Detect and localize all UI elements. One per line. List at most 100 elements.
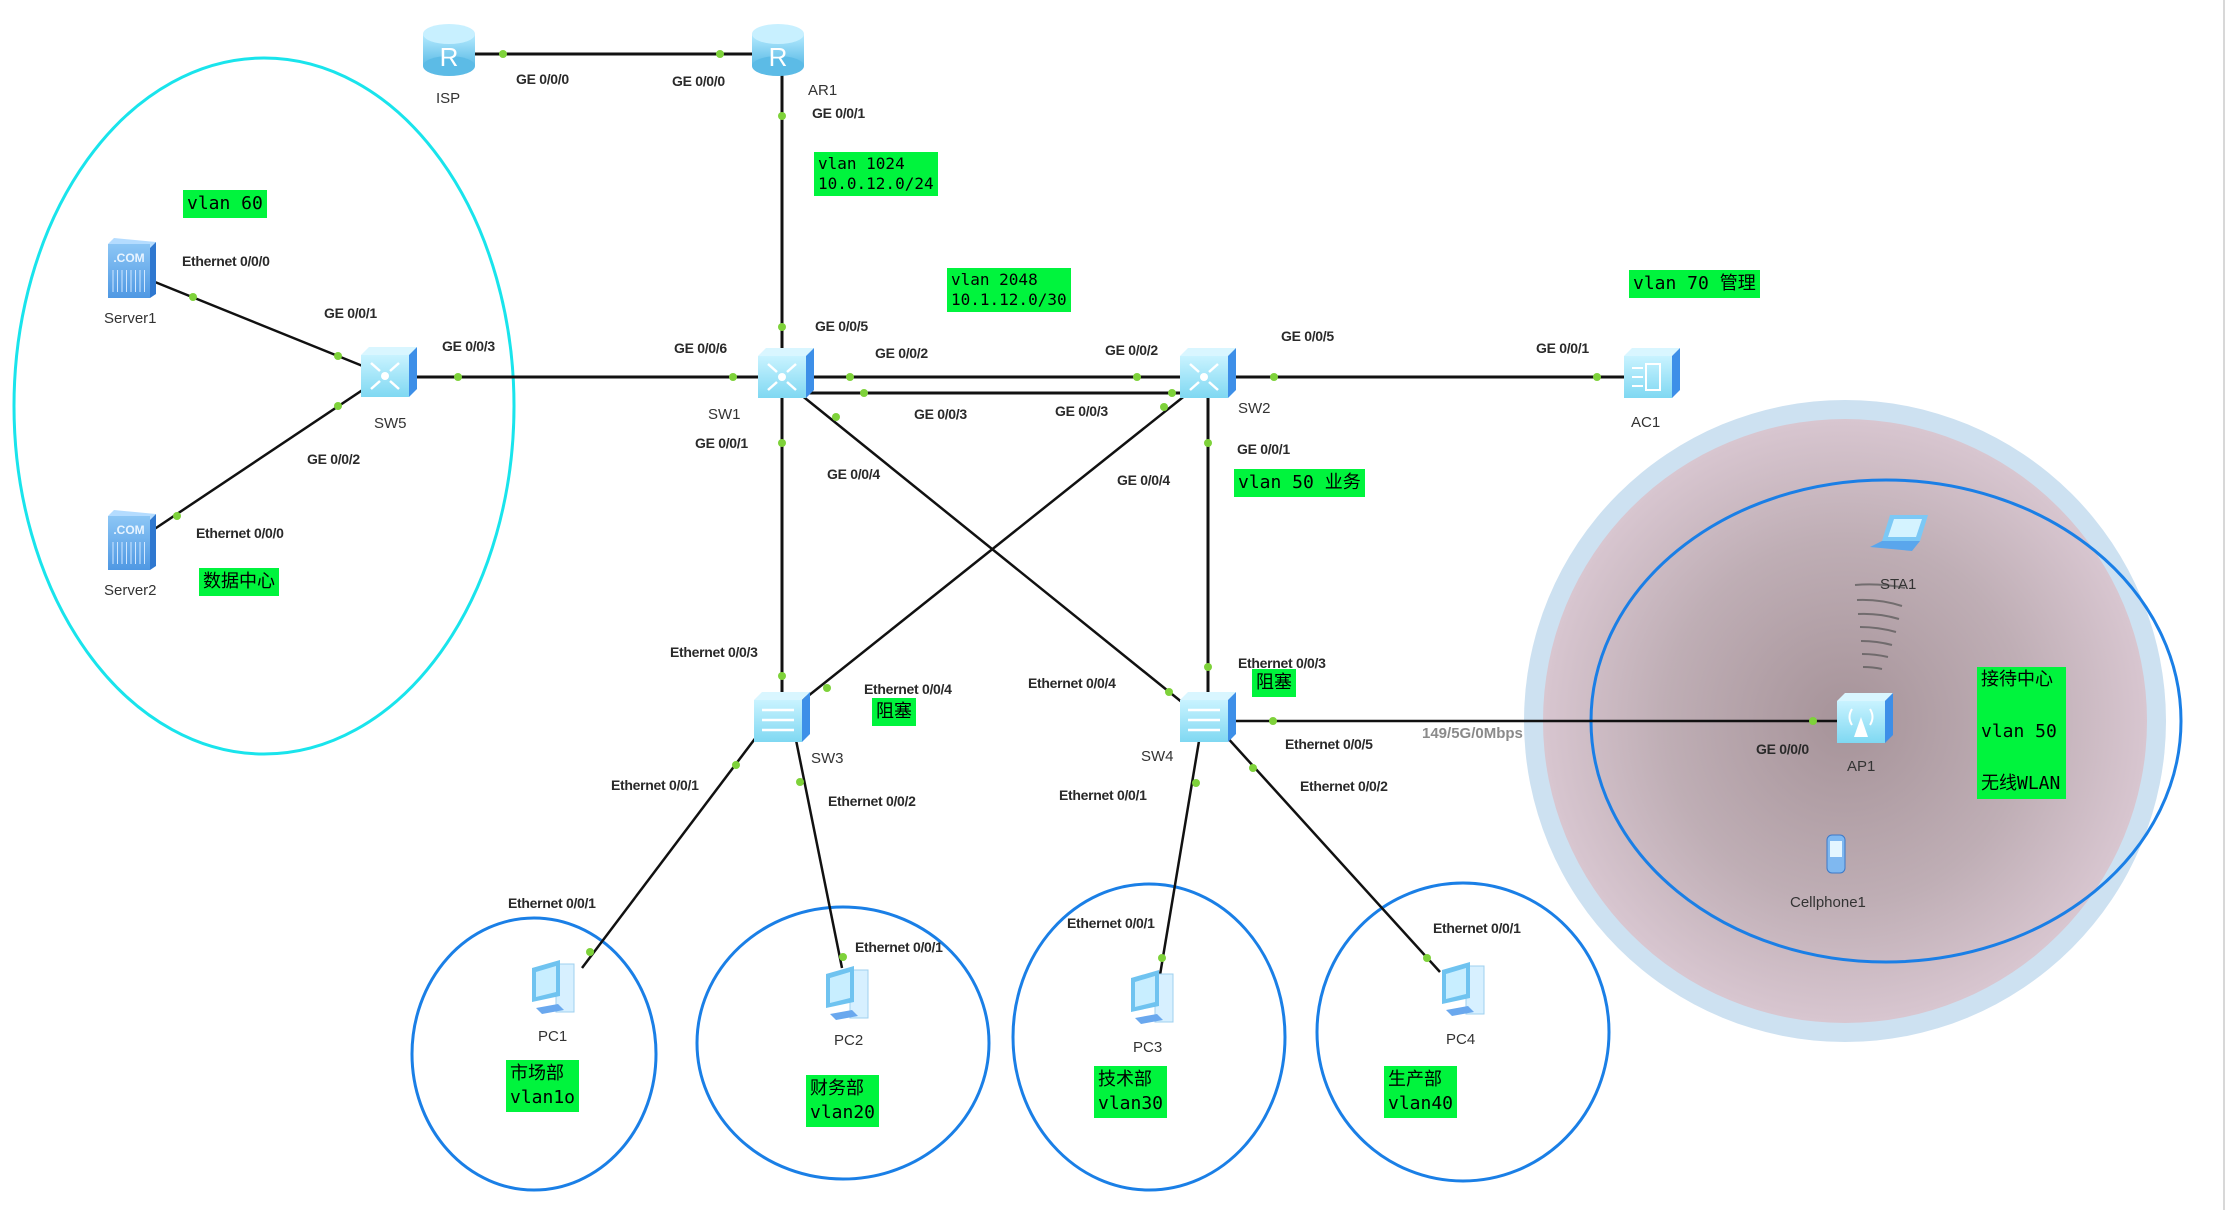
device-label-server2[interactable]: Server2: [104, 582, 157, 599]
port-label-sw3-eth002: Ethernet 0/0/2: [828, 793, 916, 809]
device-label-pc3[interactable]: PC3: [1133, 1039, 1163, 1056]
port-label-pc2-eth001: Ethernet 0/0/1: [855, 939, 943, 955]
port-label-ap1-ge000: GE 0/0/0: [1756, 741, 1809, 757]
access-point-icon[interactable]: [1837, 693, 1893, 743]
canvas-right-border: [2223, 0, 2225, 1210]
link-sw2-sw3[interactable]: [777, 389, 1193, 721]
device-label-sw3[interactable]: SW3: [811, 750, 844, 767]
laptop-icon[interactable]: [1870, 515, 1928, 551]
link-server1-sw5[interactable]: [149, 278, 386, 377]
port-label-pc4-eth001: Ethernet 0/0/1: [1433, 920, 1521, 936]
port-label-ar1-ge000: GE 0/0/0: [672, 73, 725, 89]
link-speed-label: 149/5G/0Mbps: [1422, 725, 1523, 742]
device-label-ar1[interactable]: AR1: [808, 82, 838, 99]
link-sw1-sw4[interactable]: [794, 389, 1205, 721]
svg-text:.COM: .COM: [113, 251, 144, 265]
port-label-pc1-eth001: Ethernet 0/0/1: [508, 895, 596, 911]
device-label-isp[interactable]: ISP: [436, 90, 461, 107]
port-label-sw3-eth003: Ethernet 0/0/3: [670, 644, 758, 660]
port-label-sw3-eth001: Ethernet 0/0/1: [611, 777, 699, 793]
svg-text:.COM: .COM: [113, 523, 144, 537]
note-pc2-dept: 财务部 vlan20: [806, 1075, 880, 1127]
link-sw4-pc4[interactable]: [1224, 734, 1441, 973]
device-label-sw4[interactable]: SW4: [1141, 748, 1174, 765]
l2-switch-icon[interactable]: [754, 692, 810, 742]
datacenter-zone-ellipse: [12, 56, 516, 756]
pc-icon[interactable]: [532, 960, 575, 1014]
device-label-ac1[interactable]: AC1: [1631, 414, 1661, 431]
port-label-sw1-ge005: GE 0/0/5: [815, 318, 868, 334]
pc2-zone-ellipse: [695, 905, 991, 1181]
device-label-server1[interactable]: Server1: [104, 310, 157, 327]
router-icon[interactable]: R: [423, 24, 475, 76]
pc-icon[interactable]: [1131, 970, 1174, 1024]
port-label-sw1-ge002: GE 0/0/2: [875, 345, 928, 361]
note-pc4-dept: 生产部 vlan40: [1384, 1066, 1458, 1118]
cellphone-icon[interactable]: [1826, 834, 1846, 874]
port-label-sw4-eth001: Ethernet 0/0/1: [1059, 787, 1147, 803]
device-label-cellphone1[interactable]: Cellphone1: [1790, 894, 1866, 911]
port-label-isp-ge000: GE 0/0/0: [516, 71, 569, 87]
port-label-sw2-ge004: GE 0/0/4: [1117, 472, 1170, 488]
link-server2-sw5[interactable]: [149, 373, 386, 534]
port-label-sw3-eth004: Ethernet 0/0/4: [864, 681, 952, 697]
port-label-sw2-ge002: GE 0/0/2: [1105, 342, 1158, 358]
note-vlan2048: vlan 2048 10.1.12.0/30: [947, 268, 1071, 312]
note-blocked-sw4: 阻塞: [1252, 669, 1296, 697]
port-dots: [173, 50, 1817, 962]
svg-text:R: R: [769, 42, 788, 72]
note-vlan60: vlan 60: [183, 190, 267, 218]
pc3-zone-ellipse: [1011, 882, 1287, 1192]
note-pc3-dept: 技术部 vlan30: [1094, 1066, 1168, 1118]
port-label-sw1-ge001: GE 0/0/1: [695, 435, 748, 451]
device-label-ap1[interactable]: AP1: [1847, 758, 1876, 775]
device-label-pc2[interactable]: PC2: [834, 1032, 864, 1049]
port-label-sw2-ge003: GE 0/0/3: [1055, 403, 1108, 419]
port-label-sw4-eth003: Ethernet 0/0/3: [1238, 655, 1326, 671]
device-label-sw1[interactable]: SW1: [708, 406, 741, 423]
device-label-pc1[interactable]: PC1: [538, 1028, 568, 1045]
port-label-sw2-ge005: GE 0/0/5: [1281, 328, 1334, 344]
note-blocked-sw3: 阻塞: [872, 698, 916, 726]
port-label-pc3-eth001: Ethernet 0/0/1: [1067, 915, 1155, 931]
port-label-sw1-ge004: GE 0/0/4: [827, 466, 880, 482]
link-sw3-pc2[interactable]: [793, 734, 844, 969]
pc1-zone-ellipse: [410, 916, 658, 1192]
pc4-zone-ellipse: [1315, 881, 1611, 1183]
port-label-server2-eth000: Ethernet 0/0/0: [196, 525, 284, 541]
port-label-sw5-ge002: GE 0/0/2: [307, 451, 360, 467]
port-label-sw1-ge006: GE 0/0/6: [674, 340, 727, 356]
server-icon[interactable]: .COM: [108, 238, 156, 298]
pc-icon[interactable]: [826, 966, 869, 1020]
l3-switch-icon[interactable]: [758, 348, 814, 398]
link-sw3-pc1[interactable]: [581, 731, 761, 969]
server-icon[interactable]: .COM: [108, 510, 156, 570]
note-vlan50: vlan 50 业务: [1234, 469, 1365, 497]
pc-icon[interactable]: [1442, 962, 1485, 1016]
device-label-sta1[interactable]: STA1: [1880, 576, 1917, 593]
device-label-pc4[interactable]: PC4: [1446, 1031, 1476, 1048]
device-label-sw2[interactable]: SW2: [1238, 400, 1271, 417]
device-label-sw5[interactable]: SW5: [374, 415, 407, 432]
note-datacenter: 数据中心: [199, 568, 279, 596]
note-reception: 接待中心 vlan 50 无线WLAN: [1977, 667, 2067, 799]
port-label-server1-eth000: Ethernet 0/0/0: [182, 253, 270, 269]
port-label-sw4-eth004: Ethernet 0/0/4: [1028, 675, 1116, 691]
link-sw4-pc3[interactable]: [1158, 734, 1202, 976]
port-label-sw4-eth005: Ethernet 0/0/5: [1285, 736, 1373, 752]
access-controller-icon[interactable]: [1624, 348, 1680, 398]
port-label-sw5-ge003: GE 0/0/3: [442, 338, 495, 354]
l3-switch-icon[interactable]: [1180, 348, 1236, 398]
note-vlan70: vlan 70 管理: [1629, 270, 1760, 298]
port-label-sw5-ge001: GE 0/0/1: [324, 305, 377, 321]
note-pc1-dept: 市场部 vlan1o: [506, 1060, 580, 1112]
l2-switch-icon[interactable]: [1180, 692, 1236, 742]
port-label-sw1-ge003: GE 0/0/3: [914, 406, 967, 422]
svg-text:R: R: [440, 42, 459, 72]
port-label-sw4-eth002: Ethernet 0/0/2: [1300, 778, 1388, 794]
router-icon[interactable]: R: [752, 24, 804, 76]
note-vlan1024: vlan 1024 10.0.12.0/24: [814, 152, 938, 196]
l3-switch-icon[interactable]: [361, 347, 417, 397]
port-label-ar1-ge001: GE 0/0/1: [812, 105, 865, 121]
